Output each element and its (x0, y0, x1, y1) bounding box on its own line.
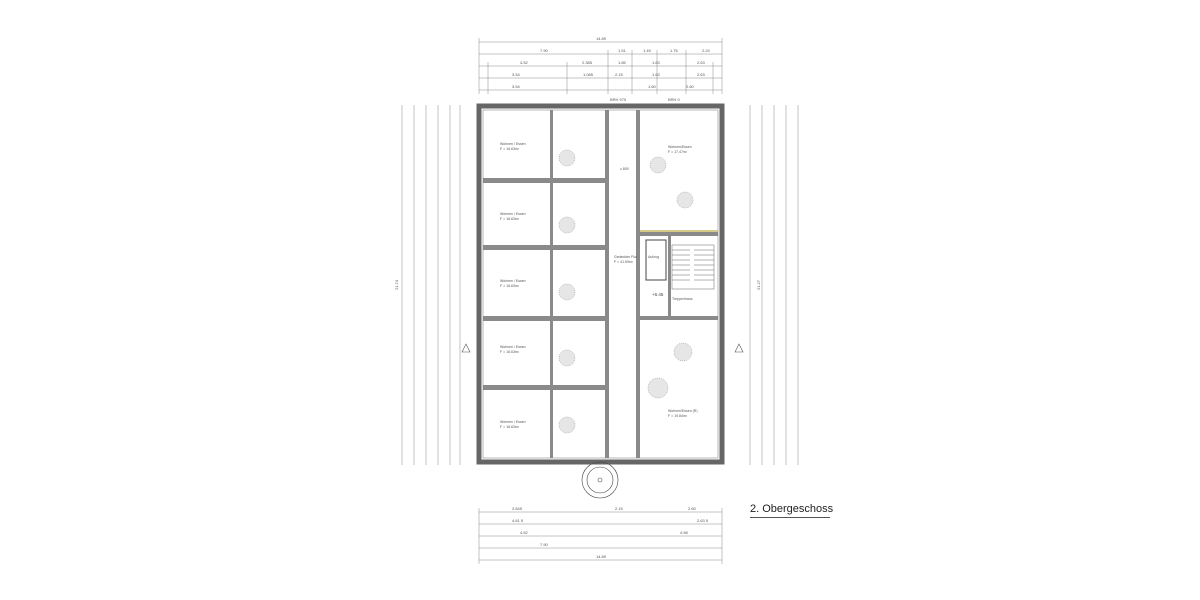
svg-text:2.63 5: 2.63 5 (697, 518, 709, 523)
staircase (671, 244, 715, 290)
svg-text:2.15: 2.15 (615, 72, 624, 77)
svg-text:+6.45: +6.45 (652, 292, 664, 297)
svg-text:F = 16.63m²: F = 16.63m² (500, 284, 520, 288)
svg-text:3.845: 3.845 (512, 506, 523, 511)
elevator: Aufzug (645, 239, 667, 281)
svg-text:Wohnen / Essen: Wohnen / Essen (500, 212, 526, 216)
svg-text:Wohnen/Essen (R): Wohnen/Essen (R) (668, 409, 698, 413)
svg-text:BRH 975: BRH 975 (610, 97, 627, 102)
svg-text:1.63: 1.63 (652, 72, 661, 77)
svg-text:F = 16.63m²: F = 16.63m² (500, 350, 520, 354)
svg-text:2.63: 2.63 (697, 72, 706, 77)
drawing-title: 2. Obergeschoss (750, 503, 833, 518)
svg-text:F = 19.84m²: F = 19.84m² (668, 414, 688, 418)
bottom-dimension-chains (478, 508, 723, 564)
svg-text:4.61 5: 4.61 5 (512, 518, 524, 523)
svg-text:4.58: 4.58 (680, 530, 689, 535)
svg-text:Wohnen / Essen: Wohnen / Essen (500, 279, 526, 283)
svg-text:7.90: 7.90 (540, 542, 549, 547)
svg-text:Gedeckter Flur: Gedeckter Flur (614, 255, 638, 259)
spiral-staircase (581, 461, 619, 499)
svg-text:1.85: 1.85 (618, 60, 627, 65)
svg-text:1.085: 1.085 (583, 72, 594, 77)
svg-text:1.63: 1.63 (652, 60, 661, 65)
svg-text:Wohnen / Essen: Wohnen / Essen (500, 420, 526, 424)
svg-text:1.51: 1.51 (618, 48, 627, 53)
right-dimension-chains (749, 105, 799, 465)
svg-text:BRH 0: BRH 0 (668, 97, 681, 102)
svg-text:7.90: 7.90 (540, 48, 549, 53)
svg-text:1.76: 1.76 (670, 48, 679, 53)
svg-text:14.89: 14.89 (596, 36, 607, 41)
svg-text:Wohnen / Essen: Wohnen / Essen (500, 345, 526, 349)
svg-text:2.15: 2.15 (615, 506, 624, 511)
svg-text:14.89: 14.89 (596, 554, 607, 559)
svg-text:3.54: 3.54 (512, 72, 521, 77)
svg-text:2.60: 2.60 (686, 84, 695, 89)
room-labels: Wohnen / Essen F = 16.63m² Wohnen / Esse… (500, 142, 698, 429)
svg-text:2.24: 2.24 (702, 48, 711, 53)
svg-text:F = 17.47m²: F = 17.47m² (668, 150, 688, 154)
svg-text:2.63: 2.63 (697, 60, 706, 65)
section-markers (461, 343, 744, 353)
svg-text:1.49: 1.49 (643, 48, 652, 53)
interior-walls (483, 110, 718, 458)
svg-text:Treppenhaus: Treppenhaus (672, 297, 693, 301)
left-dimension-chains (401, 105, 461, 465)
svg-text:2.385: 2.385 (582, 60, 593, 65)
svg-text:F = 16.63m²: F = 16.63m² (500, 147, 520, 151)
svg-text:≥ 800: ≥ 800 (620, 167, 629, 171)
turning-circles (558, 149, 694, 434)
top-dimension-chains (478, 38, 723, 94)
svg-text:2.60: 2.60 (688, 506, 697, 511)
svg-text:F = 16.63m²: F = 16.63m² (500, 425, 520, 429)
svg-text:Wohnen / Essen: Wohnen / Essen (500, 142, 526, 146)
svg-text:F = 41.59m²: F = 41.59m² (614, 260, 634, 264)
svg-text:3.54: 3.54 (512, 84, 521, 89)
svg-text:F = 16.63m²: F = 16.63m² (500, 217, 520, 221)
svg-text:Wohnen/Essen: Wohnen/Essen (668, 145, 692, 149)
svg-text:21.27: 21.27 (756, 279, 761, 290)
title-underline (750, 517, 830, 518)
bottom-dimension-text: 3.845 2.15 2.60 4.61 5 2.63 5 4.52 4.58 … (512, 506, 709, 559)
svg-text:21.74: 21.74 (394, 279, 399, 290)
svg-text:1.60: 1.60 (648, 84, 657, 89)
svg-text:Aufzug: Aufzug (648, 255, 659, 259)
top-dimension-text: 14.89 7.90 1.51 1.49 1.76 2.24 4.52 2.38… (512, 36, 711, 102)
svg-text:4.52: 4.52 (520, 60, 529, 65)
drawing-title-text: 2. Obergeschoss (750, 503, 834, 515)
svg-text:4.52: 4.52 (520, 530, 529, 535)
